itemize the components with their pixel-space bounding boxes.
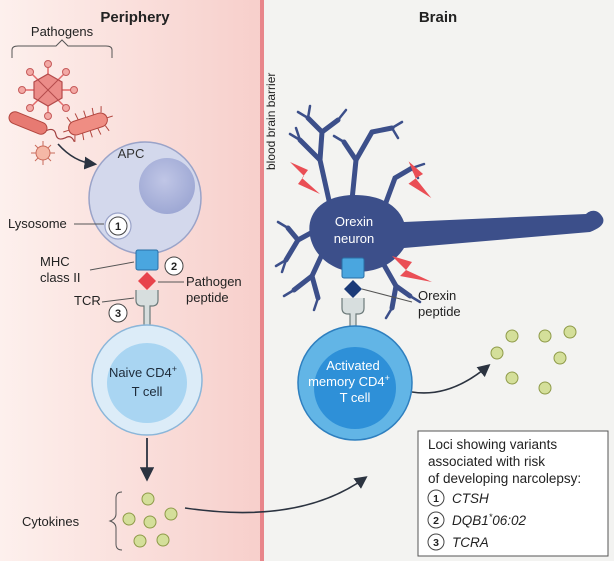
loci-item-1: CTSH bbox=[452, 491, 489, 506]
lightning-icons bbox=[290, 161, 432, 282]
apc-nucleus bbox=[139, 158, 195, 214]
loci-line3: of developing narcolepsy: bbox=[428, 471, 581, 486]
pathogen-peptide-line1: Pathogen bbox=[186, 274, 242, 289]
loci-marker-3 bbox=[427, 533, 445, 551]
tcr-label: TCR bbox=[74, 293, 101, 308]
activated-line1: Activated bbox=[326, 358, 379, 373]
mhc-label-line2: class II bbox=[40, 270, 80, 285]
mhc-label-line1: MHC bbox=[40, 254, 70, 269]
cytokines-to-brain-arrow bbox=[184, 476, 368, 514]
mhc-class-ii bbox=[135, 249, 159, 271]
cytokines-label: Cytokines bbox=[22, 514, 80, 529]
mhc-pointer bbox=[89, 261, 135, 271]
pathogen-peptide-line2: peptide bbox=[186, 290, 229, 305]
marker-1-lysosome bbox=[108, 216, 128, 236]
barrier-label: blood brain barrier bbox=[264, 73, 278, 170]
orexin-peptide-line1: Orexin bbox=[418, 288, 456, 303]
marker-2-mhc bbox=[164, 256, 184, 276]
flagellated-bacterium-icon bbox=[63, 106, 113, 142]
orexin-neuron-line1: Orexin bbox=[335, 214, 373, 229]
apc-label: APC bbox=[118, 146, 145, 161]
loci-marker-2-text: 2 bbox=[433, 515, 439, 527]
cytokines-brain bbox=[490, 325, 577, 395]
activated-line3: T cell bbox=[340, 390, 371, 405]
orexin-peptide-line2: peptide bbox=[418, 304, 461, 319]
rod-bacterium-icon bbox=[8, 111, 75, 142]
loci-marker-3-text: 3 bbox=[433, 537, 439, 549]
naive-label-line2: T cell bbox=[132, 384, 163, 399]
orexin-neuron-line2: neuron bbox=[334, 231, 374, 246]
loci-marker-1-text: 1 bbox=[433, 493, 439, 505]
pathogens-label: Pathogens bbox=[31, 24, 94, 39]
activated-line2: memory CD4+ bbox=[308, 373, 390, 389]
naive-label-line1: Naive CD4+ bbox=[109, 364, 177, 380]
cytokines-bracket bbox=[108, 491, 123, 551]
orexin-peptide-pointer bbox=[361, 288, 413, 303]
mhc-class-ii-brain bbox=[341, 257, 365, 279]
naive-t-cell-nucleus bbox=[107, 343, 187, 423]
pathogens-bracket bbox=[11, 39, 113, 58]
lysosome-label: Lysosome bbox=[8, 216, 67, 231]
loci-marker-1 bbox=[427, 489, 445, 507]
brain-header: Brain bbox=[419, 9, 457, 26]
activated-t-cell-nucleus bbox=[314, 347, 396, 429]
loci-box: Loci showing variants associated with ri… bbox=[417, 430, 609, 557]
activated-to-cytokines-arrow bbox=[411, 363, 491, 394]
tcr-pointer bbox=[101, 297, 135, 303]
orexin-peptide bbox=[344, 280, 362, 298]
loci-marker-2 bbox=[427, 511, 445, 529]
marker-2-text: 2 bbox=[171, 261, 177, 273]
marker-1-text: 1 bbox=[115, 221, 121, 233]
loci-line1: Loci showing variants bbox=[428, 437, 557, 452]
pathogen-uptake-arrow bbox=[57, 143, 98, 170]
virus-pathogen-icon bbox=[18, 60, 78, 120]
loci-item-3: TCRA bbox=[452, 535, 489, 550]
cytokines-periphery bbox=[122, 492, 178, 548]
periphery-header: Periphery bbox=[100, 9, 170, 26]
loci-line2: associated with risk bbox=[428, 454, 545, 469]
blood-brain-barrier-line bbox=[260, 0, 264, 561]
coccus-pathogen-icon bbox=[31, 141, 55, 165]
marker-3-tcr bbox=[108, 303, 128, 323]
pathogen-peptide bbox=[138, 272, 156, 290]
marker-3-text: 3 bbox=[115, 308, 121, 320]
loci-item-2: DQB1*06:02 bbox=[452, 512, 527, 528]
